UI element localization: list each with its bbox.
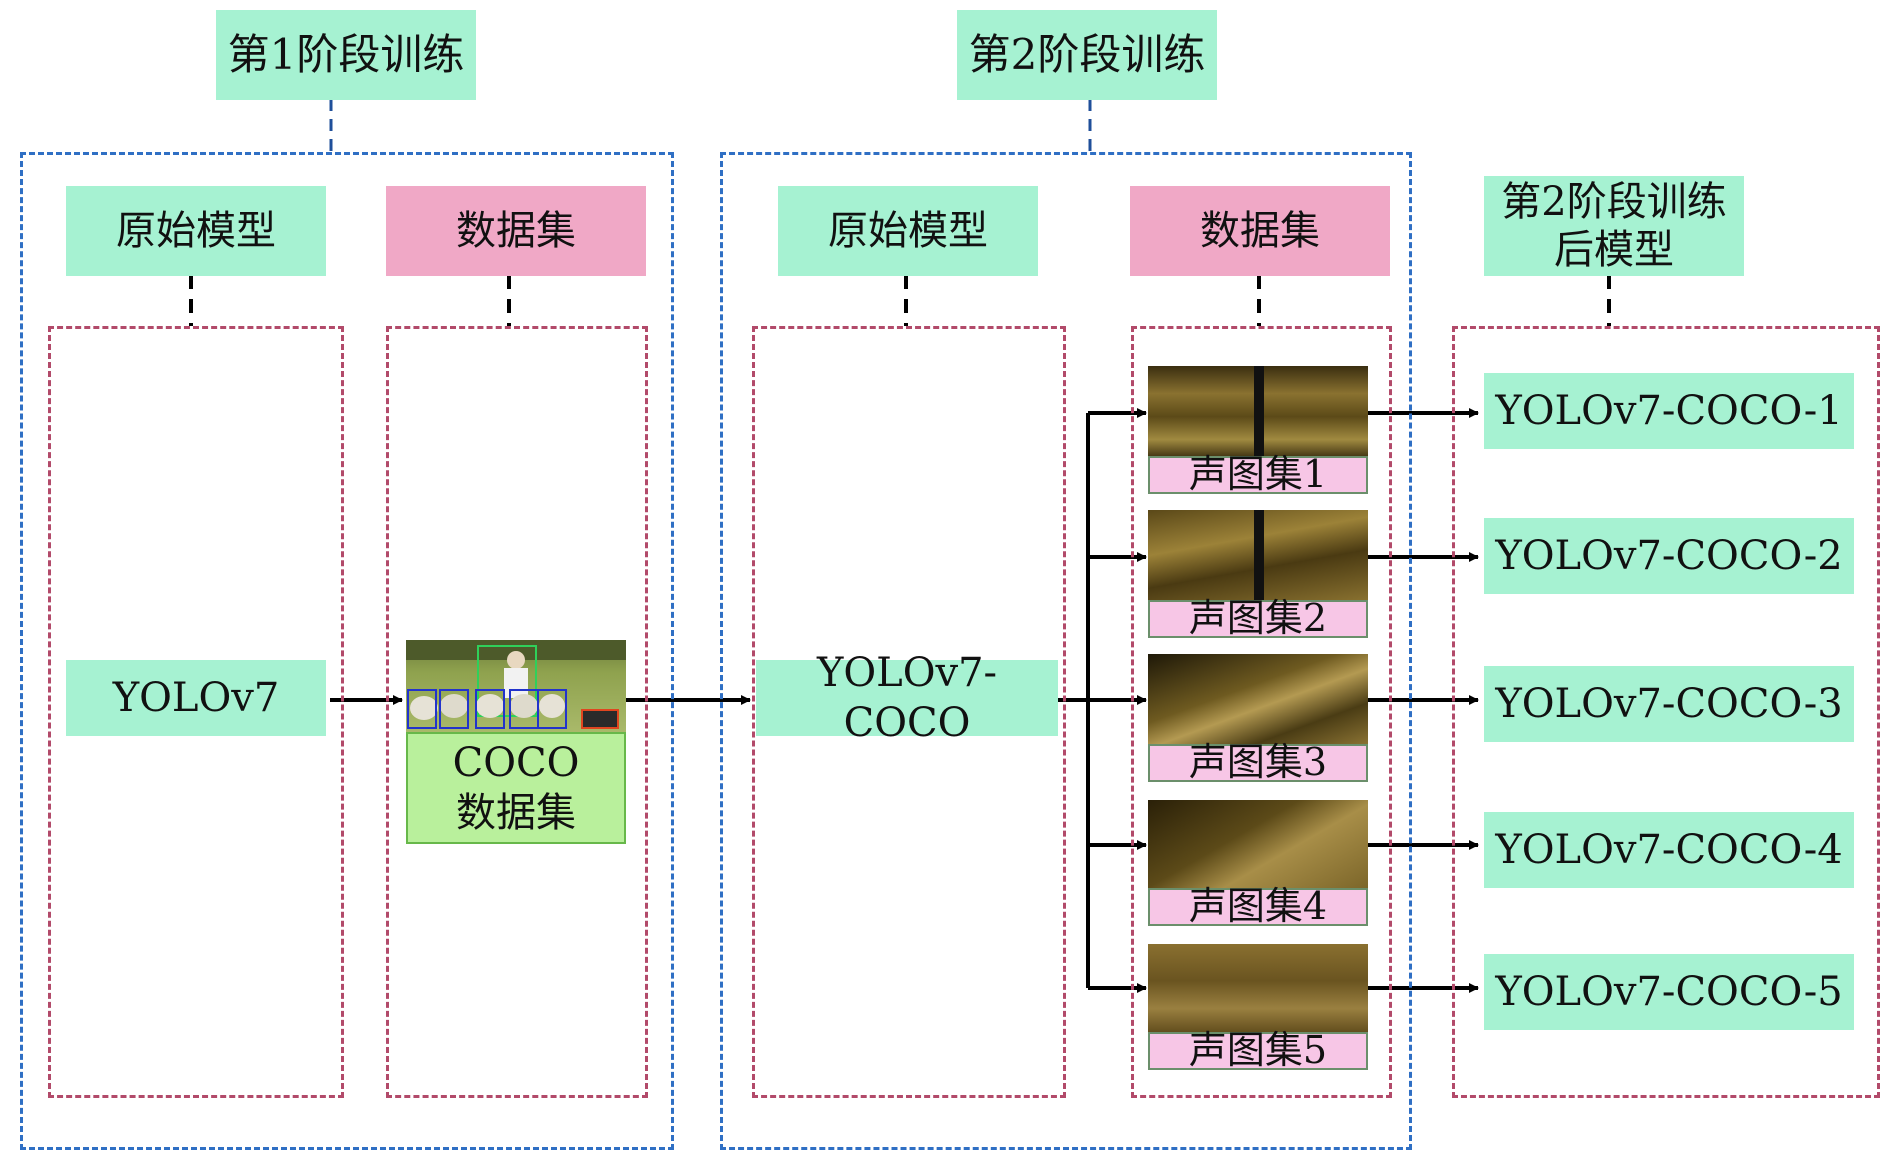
header-connectors [189, 275, 1611, 326]
output-model-2: YOLOv7-COCO-2 [1484, 518, 1854, 594]
sonar-image-1 [1148, 366, 1368, 458]
coco-sample-image [406, 640, 626, 732]
output-models-header: 第2阶段训练 后模型 [1484, 176, 1744, 276]
output-model-5: YOLOv7-COCO-5 [1484, 954, 1854, 1030]
sonar-image-3 [1148, 654, 1368, 746]
coco-label-line1: COCO [452, 740, 580, 786]
sonar-set-label-5: 声图集5 [1148, 1028, 1368, 1072]
stage2-frame [720, 152, 1412, 1150]
stage2-model-column [752, 326, 1066, 1098]
stage1-title: 第1阶段训练 [216, 10, 476, 100]
flow-arrows [330, 408, 1479, 993]
coco-label-line2: 数据集 [456, 790, 576, 836]
stage1-model-header: 原始模型 [66, 186, 326, 276]
stage-title-connectors [329, 99, 1092, 152]
sonar-set-label-2: 声图集2 [1148, 596, 1368, 640]
stage2-dataset-header: 数据集 [1130, 186, 1390, 276]
output-header-line2: 后模型 [1554, 227, 1674, 273]
sonar-set-label-4: 声图集4 [1148, 884, 1368, 928]
yolov7-model-box: YOLOv7 [66, 660, 326, 736]
stage2-dataset-column [1131, 326, 1392, 1098]
output-model-4: YOLOv7-COCO-4 [1484, 812, 1854, 888]
sonar-set-label-3: 声图集3 [1148, 740, 1368, 784]
output-models-column [1452, 326, 1880, 1098]
stage2-title: 第2阶段训练 [957, 10, 1217, 100]
sonar-image-2 [1148, 510, 1368, 602]
sonar-set-label-1: 声图集1 [1148, 452, 1368, 496]
stage1-dataset-header: 数据集 [386, 186, 646, 276]
coco-dataset-label: COCO 数据集 [406, 732, 626, 844]
stage1-frame [20, 152, 674, 1150]
stage1-dataset-column [386, 326, 648, 1098]
coco-detection-boxes [406, 640, 626, 729]
stage2-model-header: 原始模型 [778, 186, 1038, 276]
yolov7-coco-model-box: YOLOv7-COCO [756, 650, 1058, 746]
stage1-model-column [48, 326, 344, 1098]
output-model-1: YOLOv7-COCO-1 [1484, 373, 1854, 449]
output-header-line1: 第2阶段训练 [1501, 179, 1727, 225]
output-model-3: YOLOv7-COCO-3 [1484, 666, 1854, 742]
sonar-image-4 [1148, 800, 1368, 892]
sonar-image-5 [1148, 944, 1368, 1036]
